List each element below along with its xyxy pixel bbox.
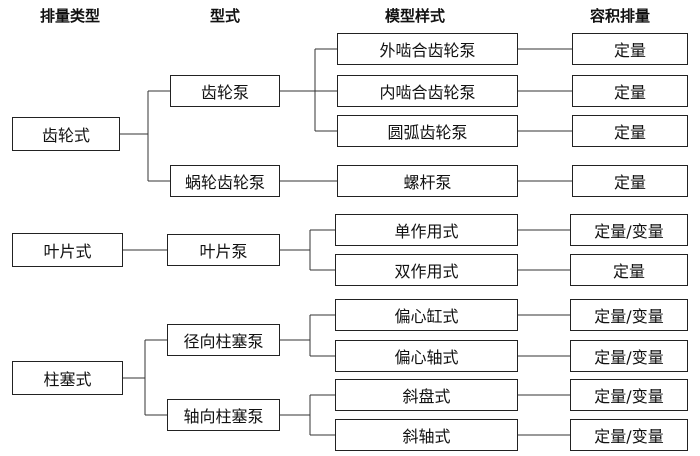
model-bent-axis: 斜轴式: [335, 419, 518, 451]
form-worm-gear-pump: 蜗轮齿轮泵: [170, 165, 280, 197]
model-eccentric-shaft: 偏心轴式: [335, 340, 518, 372]
volume-single-acting: 定量/变量: [570, 214, 688, 246]
header-displacement-type: 排量类型: [39, 7, 100, 25]
volume-arc-gear-pump: 定量: [572, 115, 688, 147]
type-plunger: 柱塞式: [12, 361, 123, 395]
volume-screw-pump: 定量: [572, 165, 688, 197]
header-model-style: 模型样式: [384, 7, 445, 25]
model-eccentric-cylinder: 偏心缸式: [335, 299, 518, 331]
header-form: 型式: [209, 7, 240, 25]
volume-external-gear-pump: 定量: [572, 33, 688, 65]
type-gear: 齿轮式: [12, 117, 120, 151]
form-vane-pump: 叶片泵: [167, 234, 280, 266]
model-internal-gear-pump: 内啮合齿轮泵: [337, 75, 518, 107]
volume-eccentric-cylinder: 定量/变量: [570, 299, 688, 331]
model-double-acting: 双作用式: [335, 254, 518, 286]
form-gear-pump: 齿轮泵: [170, 75, 280, 107]
volume-eccentric-shaft: 定量/变量: [570, 340, 688, 372]
model-arc-gear-pump: 圆弧齿轮泵: [337, 115, 518, 147]
model-external-gear-pump: 外啮合齿轮泵: [337, 33, 518, 65]
model-screw-pump: 螺杆泵: [337, 165, 518, 197]
volume-swash-plate: 定量/变量: [570, 379, 688, 411]
volume-bent-axis: 定量/变量: [570, 419, 688, 451]
model-swash-plate: 斜盘式: [335, 379, 518, 411]
volume-double-acting: 定量: [570, 254, 688, 286]
volume-internal-gear-pump: 定量: [572, 75, 688, 107]
header-volume-displacement: 容积排量: [589, 7, 650, 25]
type-vane: 叶片式: [12, 233, 123, 267]
model-single-acting: 单作用式: [335, 214, 518, 246]
form-axial-plunger-pump: 轴向柱塞泵: [167, 399, 280, 431]
form-radial-plunger-pump: 径向柱塞泵: [167, 324, 280, 356]
